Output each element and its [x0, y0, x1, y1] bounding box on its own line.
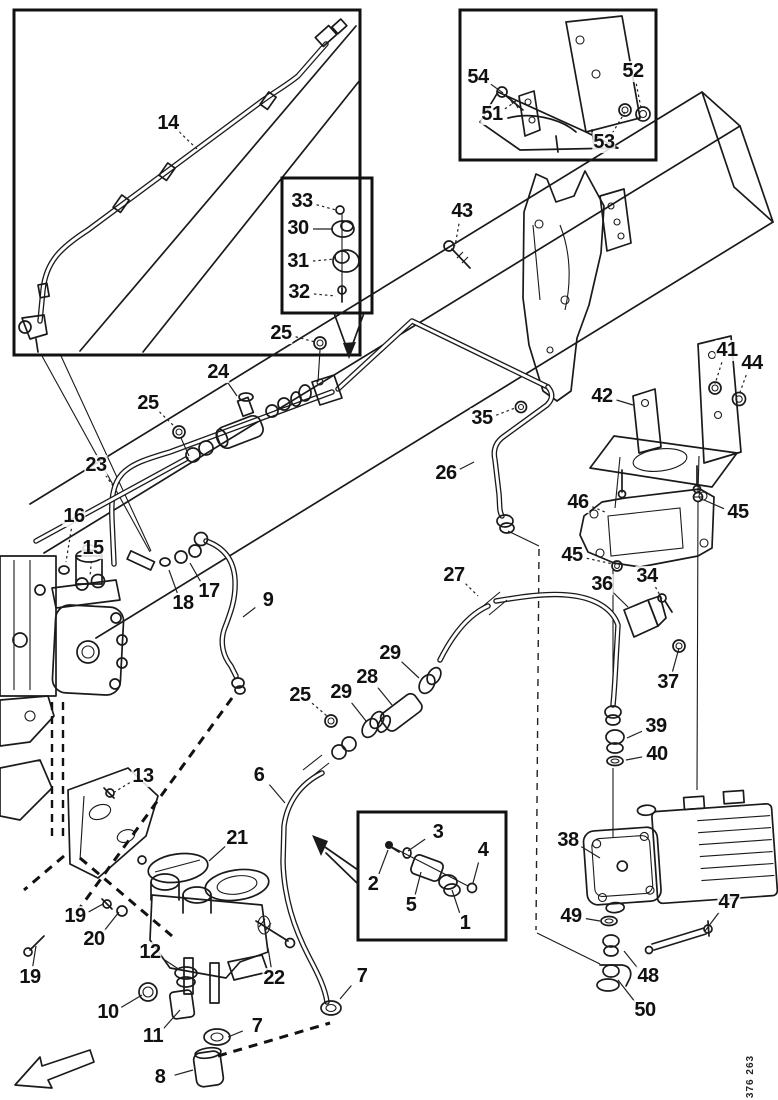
- gasket-plate-46: [579, 455, 715, 837]
- support-bracket: [522, 170, 632, 402]
- clamp-29-upper: [418, 673, 436, 695]
- clamp-bracket-36: [623, 593, 686, 653]
- bolt-19-lower: [29, 935, 45, 951]
- clamp-29-lower: [361, 717, 379, 739]
- steel-line-24: [36, 321, 548, 541]
- o-ring-40: [606, 755, 624, 767]
- fitting-kit-30-33: [331, 205, 360, 303]
- hydraulic-pump-38: [582, 789, 778, 914]
- fitting-39: [605, 729, 625, 745]
- nut-45-left: [611, 560, 623, 572]
- cap-8: [192, 1050, 225, 1088]
- nut-25: [324, 714, 338, 728]
- bracket-assembly-51-54: [479, 15, 651, 153]
- bolt-43: [443, 240, 471, 269]
- hose-27: [302, 591, 622, 779]
- nut-35: [514, 400, 528, 414]
- inset-box-fitting-kit-1-5: [312, 810, 508, 942]
- washer-18: [159, 557, 171, 567]
- hose-6: [283, 773, 342, 1016]
- bracket-13-assembly: [23, 697, 234, 957]
- bracket-42-assembly: [589, 335, 747, 499]
- left-pump-assembly: [0, 544, 202, 838]
- hose-26: [494, 387, 601, 965]
- detail-pointer-arrow-icon: [343, 342, 356, 359]
- nut-44: [731, 391, 747, 407]
- rod-47: [651, 927, 705, 945]
- union-28: [379, 692, 423, 732]
- hose-14: [18, 18, 348, 553]
- inset-box-fittings-30-33: [280, 176, 374, 359]
- figure-code: 376 263: [744, 1054, 756, 1099]
- detail-pointer-arrow-icon: [312, 835, 328, 856]
- elbow-7: [320, 1000, 342, 1016]
- inset-box-bracket-51-54: [458, 8, 658, 162]
- ring-20: [116, 905, 128, 917]
- orientation-arrow-icon: [14, 1049, 95, 1089]
- nut-37: [672, 639, 686, 653]
- ring-7: [203, 1028, 231, 1046]
- fitting-kit-1-5: [385, 841, 478, 897]
- fitting-48: [602, 934, 620, 948]
- pipe-9: [193, 531, 246, 695]
- inset-box-hose-14: [12, 8, 362, 357]
- nut-41: [708, 381, 722, 395]
- fitting-12: [174, 966, 198, 980]
- clamp-10: [138, 982, 158, 1002]
- nut-15: [75, 577, 89, 591]
- o-ring-16: [58, 565, 70, 575]
- elbow-50: [599, 964, 632, 987]
- spacer-11: [168, 989, 196, 1020]
- bolt-45-right: [692, 491, 704, 503]
- valve-21-assembly: [138, 852, 331, 1088]
- o-ring-49: [600, 915, 618, 927]
- fitting-17: [174, 550, 188, 564]
